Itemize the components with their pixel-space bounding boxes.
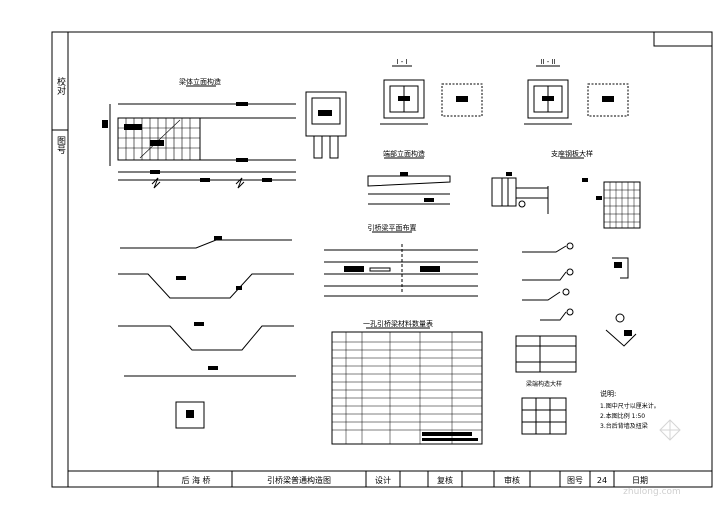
notes-heading: 说明:: [600, 389, 616, 398]
title-block: 后 海 桥 引桥梁普通构造图 设计 复核 审核 图号 24 日期: [67, 470, 713, 488]
watermark-text: zhulong.com: [623, 487, 681, 497]
title-approve: 审核: [504, 475, 520, 485]
elevation-title: 梁体立面构造: [179, 77, 221, 86]
edge-details: [605, 257, 637, 347]
half-plan-title: 引桥梁平面布置: [368, 223, 417, 232]
title-figure-label: 图号: [567, 476, 583, 485]
rebar-table: 一孔引桥梁材料数量表: [331, 319, 483, 445]
notes-block: 说明: 1.图中尺寸以厘米计。 2.本图比例 1:50 3.台后背墙及扭梁: [600, 389, 660, 430]
notes-line-2: 2.本图比例 1:50: [600, 412, 645, 420]
notes-line-1: 1.图中尺寸以厘米计。: [600, 402, 660, 410]
title-date-label: 日期: [632, 476, 648, 485]
title-figure-no: 24: [597, 476, 607, 485]
rebar-shapes: [118, 236, 296, 429]
title-project: 后 海 桥: [181, 475, 210, 485]
side-label-bottom: 图号: [55, 136, 66, 155]
detail-b-title: 支座钢板大样: [551, 149, 593, 158]
title-drawing-name: 引桥梁普通构造图: [267, 475, 331, 485]
pier-view: [305, 91, 347, 159]
watermark: zhulong.com: [623, 419, 681, 497]
rebar-table-title: 一孔引桥梁材料数量表: [363, 319, 433, 328]
detail-a-title: 梁端构造大样: [526, 380, 562, 388]
notes-line-3: 3.台后背墙及扭梁: [600, 422, 648, 430]
section-1-title: I - I: [396, 58, 407, 66]
corner-box: [653, 31, 713, 47]
section-2: II - II: [524, 58, 629, 125]
section-1: I - I: [380, 58, 483, 125]
side-label-top: 校对: [55, 76, 66, 95]
end-view: 端部立面构造: [367, 149, 451, 205]
title-review: 复核: [437, 475, 453, 485]
beam-elevation: 梁体立面构造: [102, 77, 296, 189]
half-plan: 引桥梁平面布置: [324, 223, 478, 297]
title-design: 设计: [375, 475, 391, 485]
end-view-title: 端部立面构造: [383, 149, 425, 158]
detail-b: 支座钢板大样: [551, 149, 641, 229]
section-2-title: II - II: [540, 58, 555, 66]
right-details: [515, 242, 577, 435]
detail-a: [491, 172, 549, 214]
